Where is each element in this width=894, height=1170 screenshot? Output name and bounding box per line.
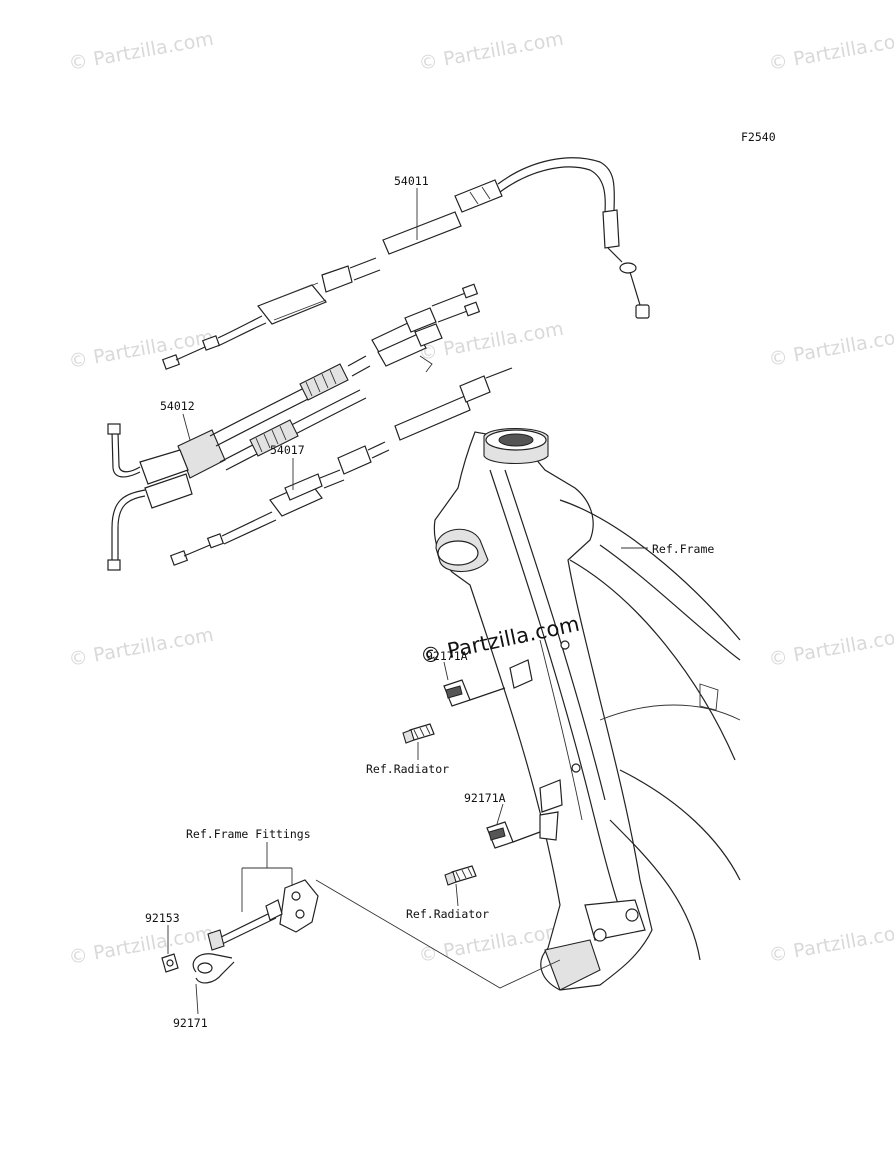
cable-54012 [107,283,481,571]
frame-fittings [161,879,319,984]
watermark: © Partzilla.com [767,920,894,967]
watermark: © Partzilla.com [67,624,215,671]
watermark: © Partzilla.com [67,28,215,75]
cable-54011 [161,157,650,370]
bolt-upper [402,723,435,744]
cable-54017 [169,367,513,566]
bolt-lower [444,865,477,886]
clamp-lower [486,821,541,849]
watermark: © Partzilla.com [67,326,215,373]
label-ref-frame: Ref.Frame [652,542,714,556]
leader-lines [167,188,648,1015]
label-54011: 54011 [394,174,429,188]
figure-code: F2540 [741,130,776,144]
label-92153: 92153 [145,911,180,925]
watermark: © Partzilla.com [767,28,894,75]
label-92171a-lower: 92171A [464,791,506,805]
watermark: © Partzilla.com [417,318,565,365]
label-92171a-upper: 92171A [426,649,468,663]
label-ref-frame-fittings: Ref.Frame Fittings [186,827,311,841]
label-92171: 92171 [173,1016,208,1030]
label-54017: 54017 [270,443,305,457]
watermark: © Partzilla.com [417,28,565,75]
label-ref-radiator-lower: Ref.Radiator [406,907,489,921]
clamp-upper [443,679,506,707]
labels: 54011 54012 54017 Ref.Frame 92171A Ref.R… [145,174,714,1030]
watermark: © Partzilla.com [767,324,894,371]
watermark: © Partzilla.com [767,624,894,671]
label-54012: 54012 [160,399,195,413]
frame-drawing [433,428,741,991]
label-ref-radiator-upper: Ref.Radiator [366,762,449,776]
